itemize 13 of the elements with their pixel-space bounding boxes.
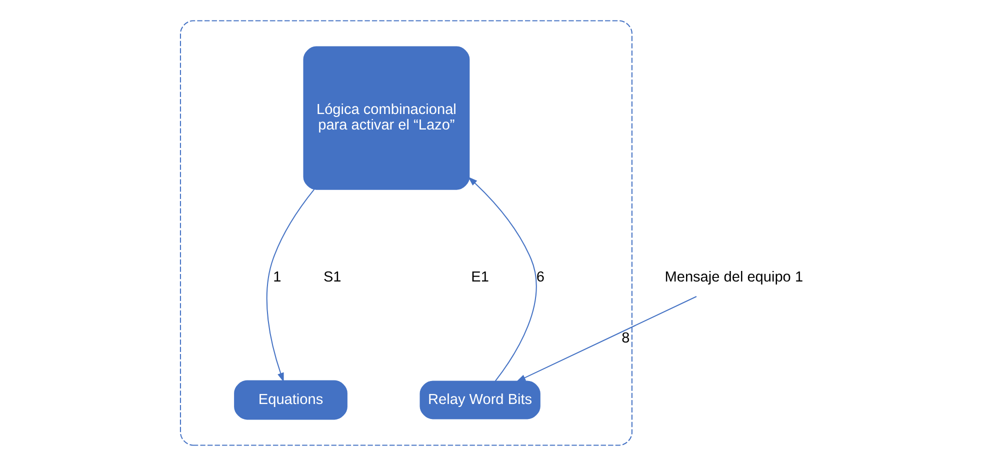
arrow [468, 176, 536, 382]
arrow [266, 189, 314, 382]
node-box: Equations [234, 380, 347, 420]
node-box: Lógica combinacional para activar el “Lazo” [302, 46, 470, 190]
arrow [516, 296, 696, 382]
edge-label: 8 [621, 330, 630, 346]
edge-label: 1 [272, 270, 281, 286]
node-box: Relay Word Bits [419, 380, 540, 420]
cluster [179, 20, 632, 446]
edge-label: 6 [536, 270, 544, 286]
label: E1 [470, 270, 488, 286]
node-text: Mensaje del equipo 1 [664, 270, 803, 286]
label: S1 [322, 270, 341, 286]
